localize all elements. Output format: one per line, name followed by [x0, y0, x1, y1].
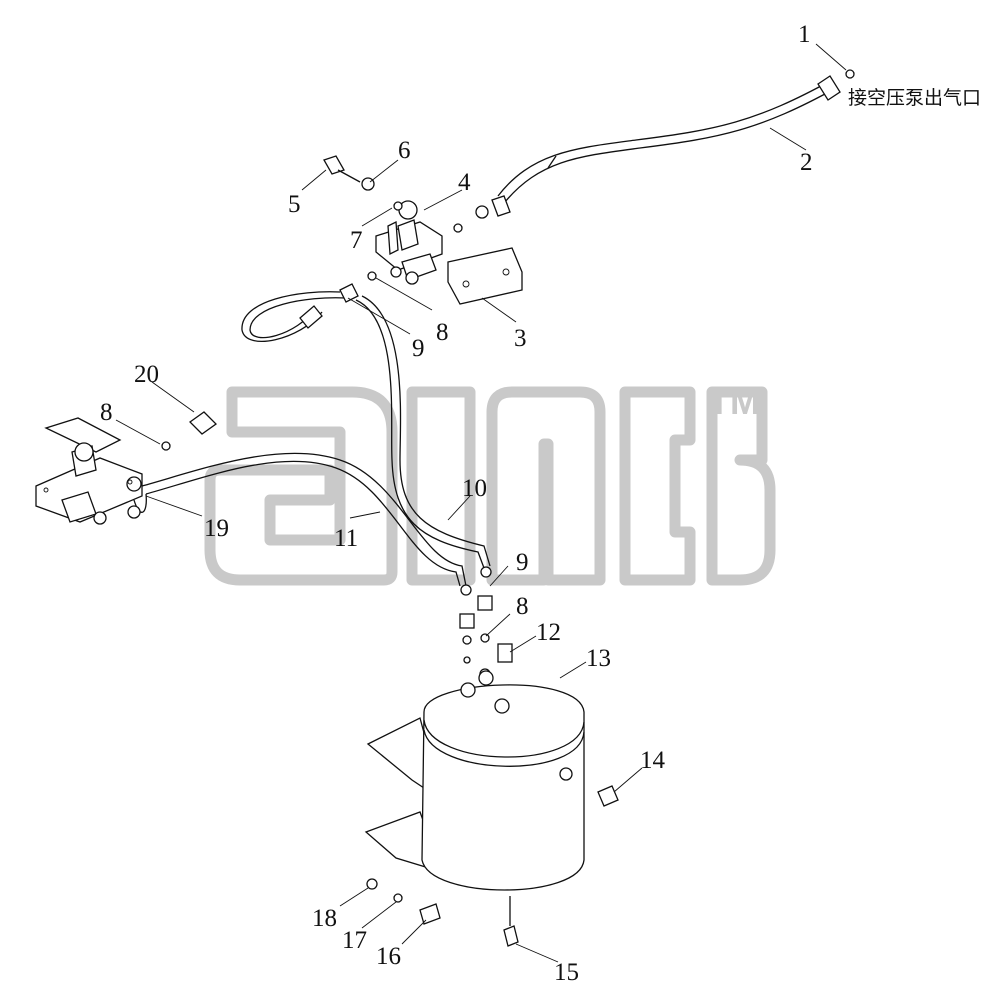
callout-12: 12 — [536, 619, 561, 646]
callout-15: 15 — [554, 959, 579, 986]
callout-16: 16 — [376, 943, 401, 970]
hose-part-2 — [475, 69, 855, 219]
watermark-tm: TM — [708, 381, 760, 422]
callout-17: 17 — [342, 927, 367, 954]
callout-2: 2 — [800, 149, 813, 176]
hose-part-11 — [133, 452, 472, 596]
leader-lines — [115, 43, 847, 963]
callout-8-left: 8 — [100, 399, 113, 426]
callout-14: 14 — [640, 747, 666, 774]
valve-assembly — [323, 155, 523, 305]
callout-6: 6 — [398, 137, 411, 164]
air-tank — [364, 670, 619, 947]
callout-8-upper: 8 — [436, 319, 449, 346]
mounting-bolts — [366, 878, 441, 925]
hose-part-10 — [241, 283, 492, 578]
tank-fittings — [459, 595, 513, 680]
callout-5: 5 — [288, 191, 301, 218]
callout-10: 10 — [462, 475, 487, 502]
callout-19: 19 — [204, 515, 229, 542]
watermark-logo: TM — [204, 381, 776, 586]
callout-8-lower: 8 — [516, 593, 529, 620]
callout-18: 18 — [312, 905, 337, 932]
callout-3: 3 — [514, 325, 527, 352]
callout-11: 11 — [334, 525, 358, 552]
note-air-pump-outlet: 接空压泵出气口 — [848, 87, 981, 109]
callout-9-lower: 9 — [516, 549, 529, 576]
brake-valve-assembly — [35, 411, 218, 525]
callout-labels: 1 2 3 4 5 6 7 8 9 8 20 8 19 11 10 9 8 12… — [100, 21, 981, 986]
callout-9-upper: 9 — [412, 335, 425, 362]
callout-20: 20 — [134, 361, 159, 388]
callout-7: 7 — [350, 227, 363, 254]
callout-1: 1 — [798, 21, 811, 48]
callout-4: 4 — [458, 169, 471, 196]
callout-13: 13 — [586, 645, 611, 672]
